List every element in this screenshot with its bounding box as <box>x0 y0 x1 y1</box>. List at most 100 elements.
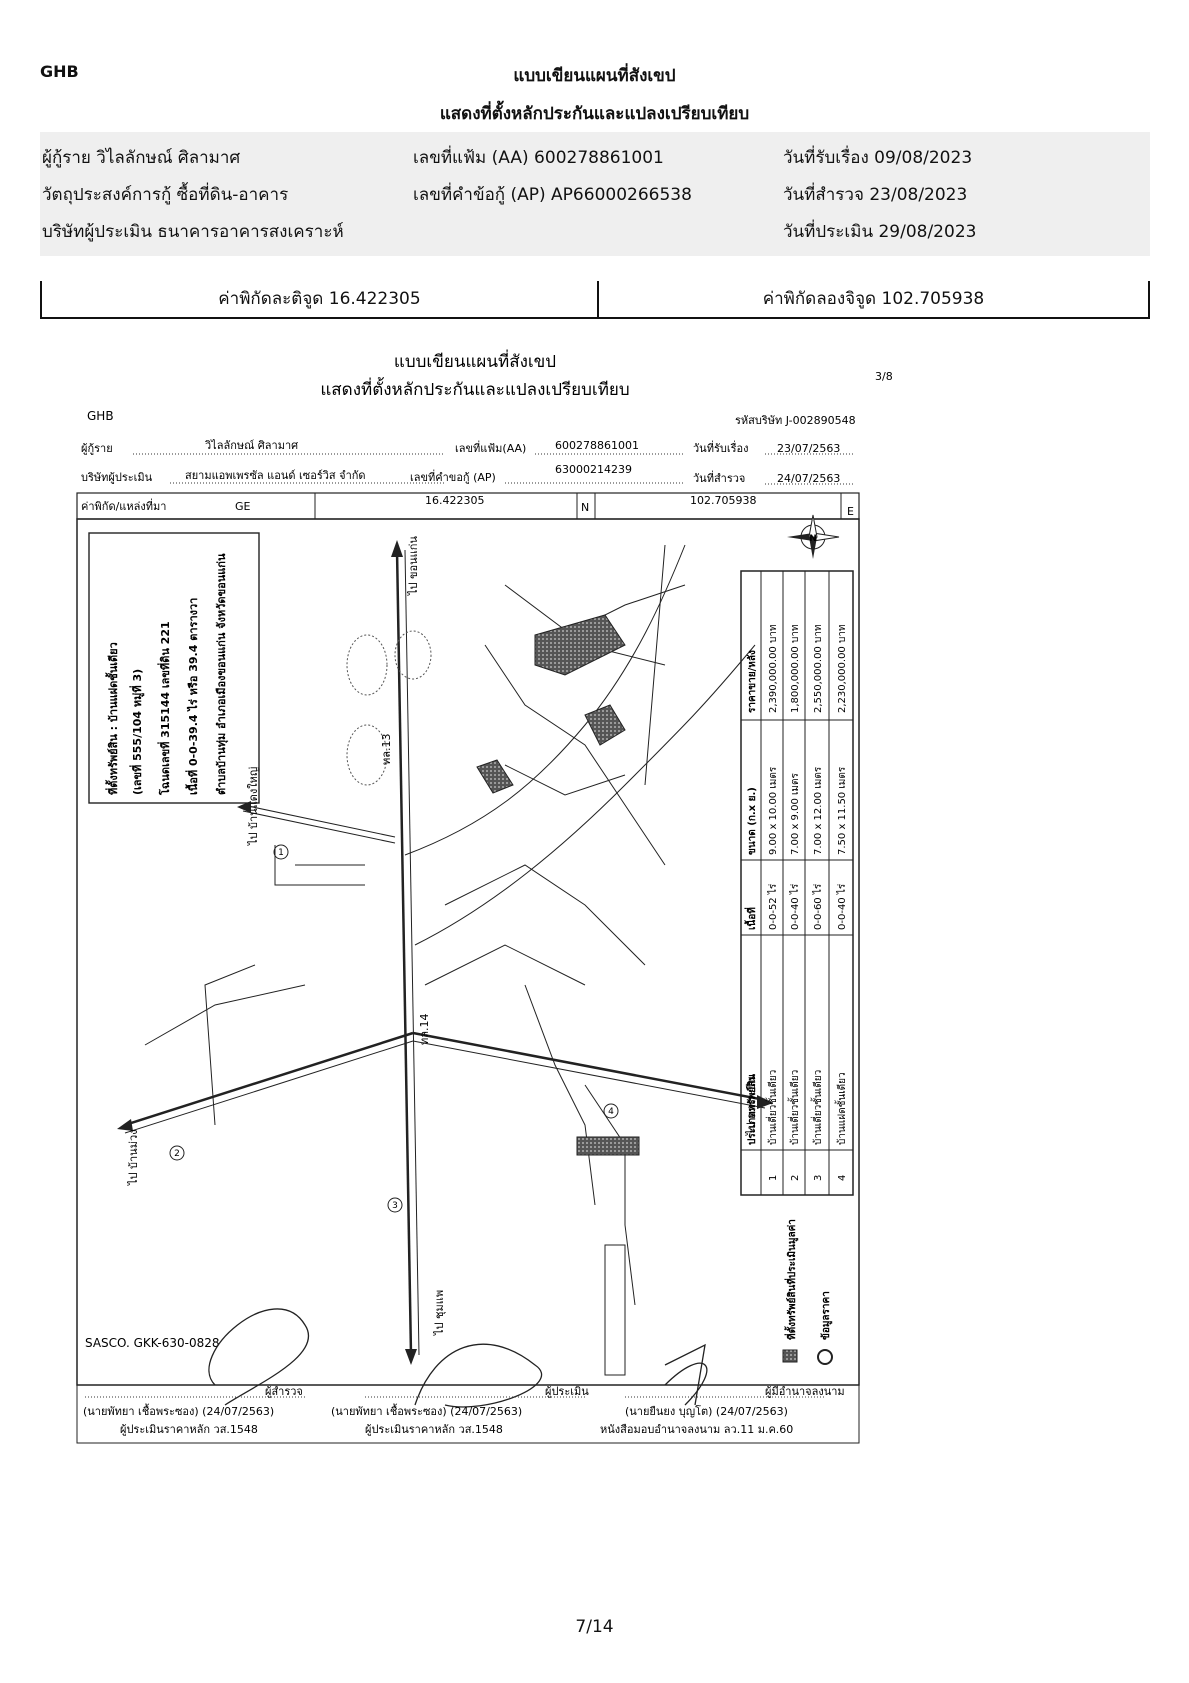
appraisal-date-text: วันที่ประเมิน 29/08/2023 <box>783 222 977 242</box>
property-line-5: ตำบลบ้านทุ่ม อำเภอเมืองขอนแก่น จังหวัดขอ… <box>215 553 229 795</box>
comparable-markers <box>169 844 619 1213</box>
scan-n-label: N <box>581 501 589 514</box>
table-row-2-size: 7.00 x 9.00 เมตร <box>790 773 801 855</box>
marker-3: 3 <box>392 1201 398 1211</box>
scan-app-value: 63000214239 <box>555 463 632 476</box>
scan-form-fields: ผู้กู้ราย วิไลลักษณ์ ศิลามาศ เลขที่แฟ้ม(… <box>81 439 855 485</box>
comparable-plots <box>476 614 640 1156</box>
scan-title: แบบเขียนแผนที่สังเขป <box>394 349 556 372</box>
purpose-text: วัตถุประสงค์การกู้ ซื้อที่ดิน-อาคาร <box>42 185 289 205</box>
coordinates-divider <box>597 281 599 317</box>
scan-appraiser-value: สยามแอพเพรซัล แอนด์ เซอร์วิส จำกัด <box>185 469 366 482</box>
label-to-chumphae: ไป ชุมแพ <box>433 1290 446 1336</box>
marker-1: 1 <box>278 848 284 858</box>
property-line-1: ที่ตั้งทรัพย์สิน : บ้านแฝดชั้นเดียว <box>105 642 120 795</box>
page-title: แบบเขียนแผนที่สังเขป <box>513 66 676 86</box>
scan-subtitle: แสดงที่ตั้งหลักประกันและแปลงเปรียบเทียบ <box>320 377 629 400</box>
table-row-2-price: 1,800,000.00 บาท <box>790 624 801 713</box>
scan-borrower-label: ผู้กู้ราย <box>81 442 113 455</box>
page-subtitle: แสดงที่ตั้งหลักประกันและแปลงเปรียบเทียบ <box>439 104 750 124</box>
svg-text:N: N <box>809 534 817 544</box>
property-line-4: เนื้อที่ 0-0-39.4 ไร่ หรือ 39.4 ตารางวา <box>185 598 200 795</box>
legend-subject-icon <box>782 1349 798 1363</box>
page-number: 7/14 <box>575 1617 614 1637</box>
scan-app-label: เลขที่คำขอกู้ (AP) <box>410 469 496 484</box>
landmark-school-1 <box>346 634 388 696</box>
subject-property-label-box <box>604 1244 626 1376</box>
scan-coord-source: GE <box>235 500 251 513</box>
file-number-text: เลขที่แฟ้ม (AA) 600278861001 <box>413 148 664 168</box>
survey-date-text: วันที่สำรวจ 23/08/2023 <box>783 185 968 205</box>
scan-file-value: 600278861001 <box>555 439 639 452</box>
legend-comparable-icon <box>817 1349 833 1365</box>
latitude-text: ค่าพิกัดละติจูด 16.422305 <box>218 289 421 309</box>
table-header-price: ราคาขาย/หลัง <box>746 650 758 713</box>
comparison-table <box>740 570 854 1196</box>
sig2-title: ผู้ประเมินราคาหลัก วส.1548 <box>365 1423 503 1436</box>
coordinates-row: ค่าพิกัดละติจูด 16.422305 ค่าพิกัดลองจิจ… <box>40 281 1150 319</box>
info-panel: ผู้กู้ราย วิไลลักษณ์ ศิลามาศ วัตถุประสงค… <box>40 132 1150 256</box>
scan-page-number: 3/8 <box>875 370 893 383</box>
sig2-name: (นายพัทยา เชื้อพระซอง) (24/07/2563) <box>331 1403 522 1418</box>
label-to-phralap: ไป อ.พระยืน <box>745 1075 758 1136</box>
table-row-4-type: บ้านแฝดชั้นเดียว <box>834 1072 848 1145</box>
appraiser-text: บริษัทผู้ประเมิน ธนาคารอาคารสงเคราะห์ <box>42 222 344 242</box>
property-description-box <box>88 532 260 804</box>
table-row-2-area: 0-0-40 ไร่ <box>789 883 801 930</box>
table-row-1-area: 0-0-52 ไร่ <box>767 883 779 930</box>
table-header-area: เนื้อที่ <box>744 907 758 930</box>
table-row-3-area: 0-0-60 ไร่ <box>812 883 824 930</box>
scan-bank-code: GHB <box>87 409 114 423</box>
table-row-1-size: 9.00 x 10.00 เมตร <box>768 766 779 855</box>
sig3-title: หนังสือมอบอำนาจลงนาม ลว.11 ม.ค.60 <box>600 1423 793 1436</box>
sig1-name: (นายพัทยา เชื้อพระซอง) (24/07/2563) <box>83 1403 274 1418</box>
table-row-4-size: 7.50 x 11.50 เมตร <box>837 766 848 855</box>
scan-borrower-value: วิไลลักษณ์ ศิลามาศ <box>204 439 298 452</box>
sig1-title: ผู้ประเมินราคาหลัก วส.1548 <box>120 1423 258 1436</box>
table-row-2-num: 2 <box>790 1175 801 1181</box>
table-header-type: ประเภททรัพย์สิน <box>746 1074 758 1145</box>
property-line-2: (เลขที่ 555/104 หมู่ที่ 3) <box>129 669 145 795</box>
label-road-14: ทล.14 <box>418 1014 431 1046</box>
scan-received-value: 23/07/2563 <box>777 442 840 455</box>
sig3-role: ผู้มีอำนาจลงนาม <box>765 1385 845 1398</box>
table-row-4-area: 0-0-40 ไร่ <box>836 883 848 930</box>
table-row-1-price: 2,390,000.00 บาท <box>768 624 779 713</box>
north-arrow-icon: N <box>787 514 840 559</box>
scan-surveyed-value: 24/07/2563 <box>777 472 840 485</box>
scanned-map-document: แบบเขียนแผนที่สังเขป แสดงที่ตั้งหลักประก… <box>76 349 893 1444</box>
bank-code: GHB <box>40 62 79 81</box>
scan-surveyed-label: วันที่สำรวจ <box>693 470 745 485</box>
scan-received-label: วันที่รับเรื่อง <box>693 440 748 455</box>
property-line-3: โฉนดเลขที่ 315144 เลขที่ดิน 221 <box>157 621 172 796</box>
landmark-temple <box>394 630 432 680</box>
table-row-3-num: 3 <box>813 1175 824 1181</box>
scan-lat-value: 16.422305 <box>425 494 485 507</box>
table-row-4-num: 4 <box>837 1175 848 1181</box>
table-row-1-type: บ้านเดี่ยวชั้นเดียว <box>765 1070 779 1145</box>
table-row-2-type: บ้านเดี่ยวชั้นเดียว <box>787 1070 801 1145</box>
scan-file-label: เลขที่แฟ้ม(AA) <box>455 440 526 455</box>
label-road-13: ทล.13 <box>380 734 393 766</box>
label-to-khonkaen: ไป ขอนแก่น <box>407 536 420 596</box>
scan-appraiser-label: บริษัทผู้ประเมิน <box>81 471 153 484</box>
table-row-4-price: 2,230,000.00 บาท <box>837 624 848 713</box>
road-arrows <box>117 540 773 1365</box>
table-header-size: ขนาด (ก.x ย.) <box>747 787 758 855</box>
table-row-3-size: 7.00 x 12.00 เมตร <box>813 766 824 855</box>
sig2-role: ผู้ประเมิน <box>545 1385 589 1398</box>
scan-company-code: รหัสบริษัท J-002890548 <box>735 414 856 427</box>
table-row-3-type: บ้านเดี่ยวชั้นเดียว <box>810 1070 824 1145</box>
legend-subject-label: ที่ตั้งทรัพย์สินที่ประเมินมูลค่า <box>784 1219 799 1340</box>
legend-comparable-label: ข้อมูลราคา <box>820 1291 833 1340</box>
application-number-text: เลขที่คำข้อกู้ (AP) AP66000266538 <box>413 185 692 205</box>
scan-e-label: E <box>847 505 854 518</box>
sasco-code: SASCO. GKK-630-0828 <box>85 1336 220 1350</box>
table-row-3-price: 2,550,000.00 บาท <box>813 624 824 713</box>
sig3-name: (นายยืนยง บุญโต) (24/07/2563) <box>625 1404 788 1418</box>
marker-2: 2 <box>174 1149 180 1159</box>
marker-4: 4 <box>608 1107 614 1117</box>
table-row-1-num: 1 <box>768 1175 779 1181</box>
longitude-text: ค่าพิกัดลองจิจูด 102.705938 <box>762 289 985 309</box>
borrower-text: ผู้กู้ราย วิไลลักษณ์ ศิลามาศ <box>42 148 241 168</box>
